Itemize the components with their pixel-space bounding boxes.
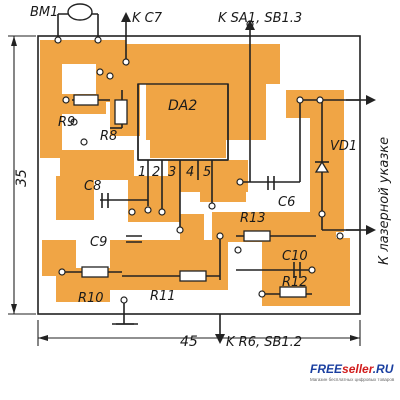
capacitors: [101, 176, 301, 278]
watermark-tagline: Магазин бесплатных цифровых товаров: [310, 377, 395, 382]
label-r12: R12: [282, 275, 308, 290]
connection-arrows: [121, 12, 376, 344]
label-pin-5: 5: [203, 165, 211, 180]
label-laser-pointer: К лазерной указке: [377, 137, 392, 265]
label-pin-3: 3: [168, 165, 176, 180]
pads: [54, 20, 344, 304]
label-r9: R9: [58, 115, 75, 130]
label-r8: R8: [100, 129, 117, 144]
resistors: [73, 94, 307, 298]
label-c8: C8: [84, 179, 101, 194]
label-vd1: VD1: [330, 139, 357, 154]
dimension-height-label: 35: [14, 169, 30, 187]
label-r13: R13: [240, 211, 266, 226]
label-pin-4: 4: [186, 165, 194, 180]
label-r10: R10: [78, 291, 104, 306]
label-k-sa1-sb13: K SA1, SB1.3: [218, 11, 302, 26]
da2-ic-body: [137, 83, 229, 161]
bm1-microphone-symbol: [67, 3, 93, 21]
label-da2: DA2: [168, 98, 197, 114]
watermark-name: FREEseller.RU: [310, 362, 394, 376]
watermark-brand: FREEseller.RU Магазин бесплатных цифровы…: [310, 362, 394, 382]
dimension-lines: [8, 35, 361, 346]
label-c6: C6: [278, 195, 295, 210]
label-c10: C10: [282, 249, 308, 264]
dimension-width-label: 45: [180, 334, 198, 350]
label-k-r6-sb12: K R6, SB1.2: [226, 335, 302, 350]
label-pin-1: 1: [138, 165, 146, 180]
label-k-c7: K C7: [132, 11, 163, 26]
label-c9: C9: [90, 235, 107, 250]
label-pin-2: 2: [152, 165, 160, 180]
label-r11: R11: [150, 289, 176, 304]
label-bm1: BM1: [30, 5, 58, 20]
vd1-diode: [314, 160, 330, 173]
